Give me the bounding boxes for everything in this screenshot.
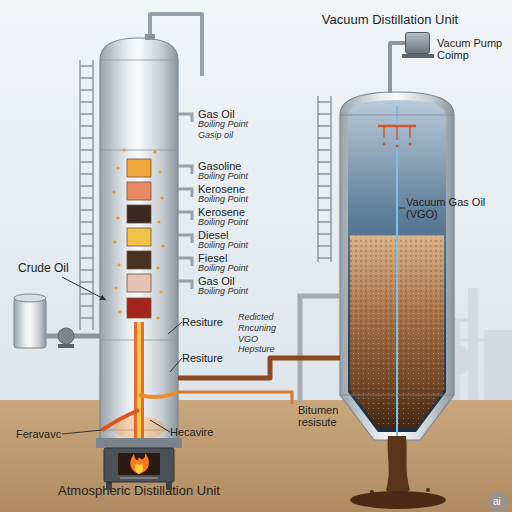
watermark-badge bbox=[488, 492, 508, 512]
feed-pump bbox=[58, 328, 74, 344]
pump-box: Vacum Pump Coimp bbox=[405, 32, 430, 54]
part-label: Feravavc bbox=[16, 428, 61, 440]
boiling-point-note: Boiling Point bbox=[198, 287, 248, 297]
crude-pipe bbox=[46, 334, 100, 339]
vacuum-feed-pipe bbox=[300, 296, 340, 402]
part-label: Crude Oil bbox=[18, 262, 69, 275]
furnace-grate bbox=[120, 477, 158, 479]
vacuum-column-shape bbox=[340, 92, 454, 440]
unit-heading: Atmospheric Distillation Unit bbox=[58, 484, 220, 498]
vacuum-column: Vacuum Distillation Unit bbox=[340, 92, 454, 440]
part-label: Gas Oil bbox=[198, 108, 235, 120]
bitumen-drop bbox=[370, 490, 374, 494]
boiling-point-note: Boiling Point bbox=[198, 195, 248, 205]
boiling-point-note: Gasip oil bbox=[198, 131, 233, 141]
part-label: ai bbox=[493, 496, 501, 507]
part-label: Kerosene bbox=[198, 206, 245, 218]
tank-top bbox=[14, 294, 46, 302]
part-label: Gasoline bbox=[198, 160, 241, 172]
boiling-point-note: Boiling Point bbox=[198, 172, 248, 182]
furnace-flame bbox=[130, 453, 149, 474]
part-label: Diesel bbox=[198, 229, 229, 241]
vacuum-line-connector bbox=[390, 43, 405, 93]
part-label: Resiture bbox=[182, 352, 223, 364]
distillation-column-shape bbox=[100, 38, 178, 440]
pump-base bbox=[402, 54, 434, 58]
bitumen-flow bbox=[386, 436, 410, 495]
bitumen-puddle bbox=[350, 491, 446, 509]
crude-tank bbox=[14, 298, 46, 348]
residue-pipe bbox=[178, 392, 292, 404]
distillation-column: Atmospheric Distillation Unit bbox=[100, 38, 178, 440]
part-label: Fiesel bbox=[198, 252, 227, 264]
part-label: Kerosene bbox=[198, 183, 245, 195]
ladder bbox=[80, 60, 93, 330]
node-outline bbox=[100, 38, 178, 440]
part-label: Vacuum Gas Oil (VGO) bbox=[406, 196, 490, 220]
boiling-point-note: Boiling Point bbox=[198, 218, 248, 228]
draw-off-pipe bbox=[178, 114, 192, 289]
furnace bbox=[104, 448, 174, 482]
bitumen-drop bbox=[426, 488, 430, 492]
pipe-label: Redicted Rncuning VGO Hepsture bbox=[238, 312, 276, 355]
background-stack bbox=[468, 288, 478, 402]
boiling-point-note: Boiling Point bbox=[198, 120, 248, 130]
pump-base bbox=[58, 344, 74, 348]
part-label: Bitumen resisute bbox=[298, 404, 354, 428]
pump-label: Vacum Pump Coimp bbox=[437, 37, 507, 61]
boiling-point-note: Boiling Point bbox=[198, 241, 248, 251]
ladder bbox=[318, 96, 331, 262]
part-label: Gas Oil bbox=[198, 275, 235, 287]
furnace-flame-core bbox=[135, 462, 143, 474]
node-outline bbox=[340, 92, 454, 440]
unit-heading: Vacuum Distillation Unit bbox=[322, 13, 458, 27]
furnace-window bbox=[118, 453, 160, 475]
leader-line bbox=[62, 430, 102, 434]
part-label: Resiture bbox=[182, 316, 223, 328]
boiling-point-note: Boiling Point bbox=[198, 264, 248, 274]
part-label: Hecavire bbox=[170, 426, 213, 438]
